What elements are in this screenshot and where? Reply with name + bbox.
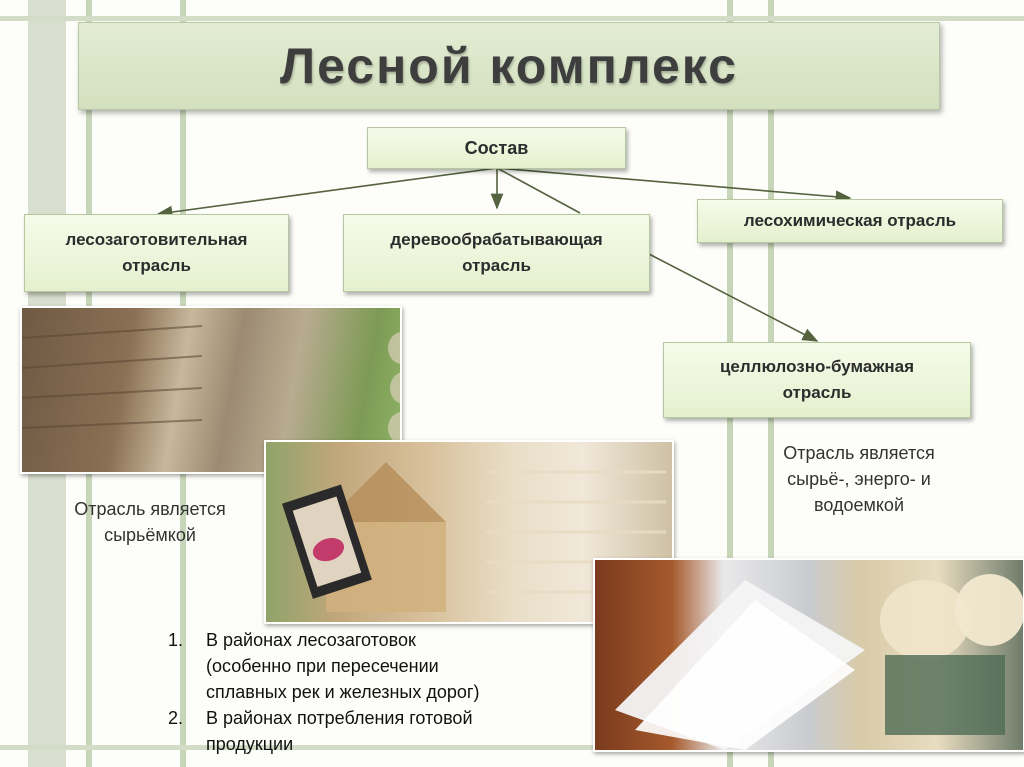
note-line: водоемкой [813, 495, 905, 515]
list-line: продукции [206, 734, 294, 754]
location-list: 1. В районах лесозаготовок (особенно при… [168, 627, 588, 757]
node-pulp: целлюлозно-бумажная отрасль [663, 342, 971, 418]
node-label: лесозаготовительная [65, 230, 248, 249]
list-line: (особенно при пересечении [206, 656, 439, 676]
list-item: 2. В районах потребления готовой продукц… [168, 705, 588, 757]
root-label: Состав [464, 138, 529, 158]
node-label: отрасль [782, 383, 852, 402]
background-line [0, 745, 1024, 750]
root-node: Состав [367, 127, 626, 169]
paper-photo [593, 558, 1024, 752]
list-line: В районах лесозаготовок [206, 630, 416, 650]
note-line: сырьё-, энерго- и [787, 469, 931, 489]
arrow-to-logging [156, 167, 498, 219]
note-pulp: Отрасль является сырьё-, энерго- и водое… [744, 440, 974, 518]
node-label: лесохимическая отрасль [743, 211, 957, 230]
node-label: отрасль [122, 256, 191, 275]
node-chemical: лесохимическая отрасль [697, 199, 1003, 243]
note-line: Отрасль является [783, 443, 935, 463]
list-number: 2. [168, 708, 184, 728]
arrow-to-pulp [648, 253, 819, 342]
arrow-to-chemical [496, 167, 852, 204]
list-line: сплавных рек и железных дорог) [206, 682, 480, 702]
note-logging: Отрасль является сырьёмкой [40, 496, 260, 548]
background-line [0, 16, 1024, 21]
list-item: 1. В районах лесозаготовок (особенно при… [168, 627, 588, 705]
node-label: целлюлозно-бумажная [719, 357, 915, 376]
node-label: деревообрабатывающая [390, 230, 603, 249]
node-woodworking: деревообрабатывающая отрасль [343, 214, 650, 292]
title-box: Лесной комплекс [78, 22, 940, 110]
note-line: сырьёмкой [104, 525, 196, 545]
node-label: отрасль [462, 256, 531, 275]
list-number: 1. [168, 630, 184, 650]
page-title: Лесной комплекс [280, 38, 738, 94]
note-line: Отрасль является [74, 499, 226, 519]
arrow-branch [496, 167, 581, 214]
list-line: В районах потребления готовой [206, 708, 473, 728]
node-logging: лесозаготовительная отрасль [24, 214, 289, 292]
